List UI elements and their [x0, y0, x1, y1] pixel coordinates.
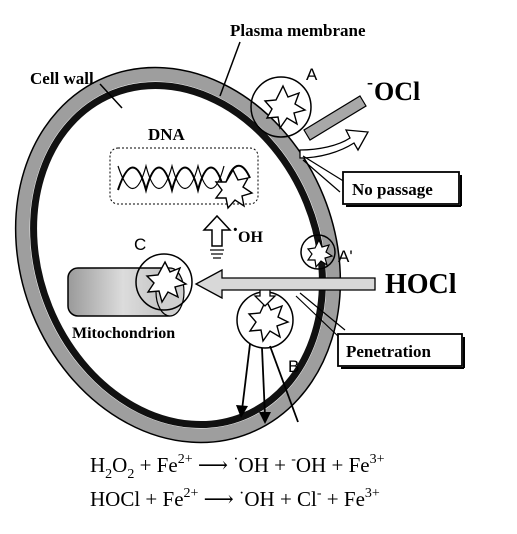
- no-passage-leader: [302, 155, 346, 183]
- site-a-prime-burst-icon: [306, 238, 334, 269]
- site-a-circle: [250, 76, 312, 138]
- dna-helix-strand-2: [117, 163, 225, 189]
- oh-label: OH: [238, 229, 263, 246]
- b-to-eq-arrowhead-1: [236, 405, 248, 418]
- mitochondrion-label: Mitochondrion: [72, 325, 175, 342]
- site-b-label: B: [288, 357, 299, 376]
- site-a-prime-label: A': [338, 247, 353, 266]
- cell-wall-leader: [99, 83, 123, 109]
- no-passage-leader-2: [302, 159, 341, 193]
- site-b-burst-icon: [247, 298, 290, 343]
- no-passage-label: No passage: [352, 180, 433, 199]
- site-a-label: A: [306, 65, 318, 84]
- equation-2: HOCl + Fe2+ ⟶ ·OH + Cl- + Fe3+: [90, 485, 380, 511]
- penetration-label: Penetration: [346, 342, 432, 361]
- penetration-leader-2: [299, 292, 346, 331]
- site-c-burst-icon: [145, 260, 188, 304]
- site-a-prime-circle: [300, 234, 336, 270]
- cell-wall-outline-outer: [14, 66, 342, 444]
- b-to-eq-line-2: [261, 347, 266, 417]
- ocl-label: OCl: [374, 77, 420, 106]
- site-c-circle: [135, 253, 193, 311]
- b-to-eq-line-1: [241, 343, 251, 411]
- dna-label: DNA: [148, 125, 186, 144]
- plasma-membrane-label: Plasma membrane: [230, 21, 366, 40]
- b-to-eq-line-3: [269, 345, 299, 423]
- equation-1: H2O2 + Fe2+ ⟶ ·OH + -OH + Fe3+: [90, 451, 385, 482]
- ocl-charge: -: [367, 72, 373, 92]
- plasma-membrane-shape: [30, 81, 326, 429]
- ocl-deflect-arrow-icon: [299, 129, 370, 159]
- site-c-label: C: [134, 235, 146, 254]
- oh-up-arrow-icon: [202, 214, 232, 247]
- site-a-burst-icon: [263, 84, 307, 130]
- hocl-label: HOCl: [385, 269, 457, 300]
- no-passage-box: [342, 171, 460, 205]
- dna-damage-burst-icon: [214, 168, 254, 210]
- penetration-box: [337, 333, 463, 367]
- penetration-leader: [295, 295, 341, 339]
- hocl-penetration-arrow: [194, 268, 376, 300]
- cell-wall-shape: [15, 67, 341, 443]
- cell-wall-label: Cell wall: [30, 69, 94, 88]
- b-to-eq-arrowhead-2: [259, 412, 271, 424]
- plasma-membrane-leader: [219, 41, 241, 97]
- oh-dot: ·: [232, 219, 239, 241]
- dna-box: [109, 147, 259, 205]
- ocl-incoming-arrow: [303, 95, 367, 141]
